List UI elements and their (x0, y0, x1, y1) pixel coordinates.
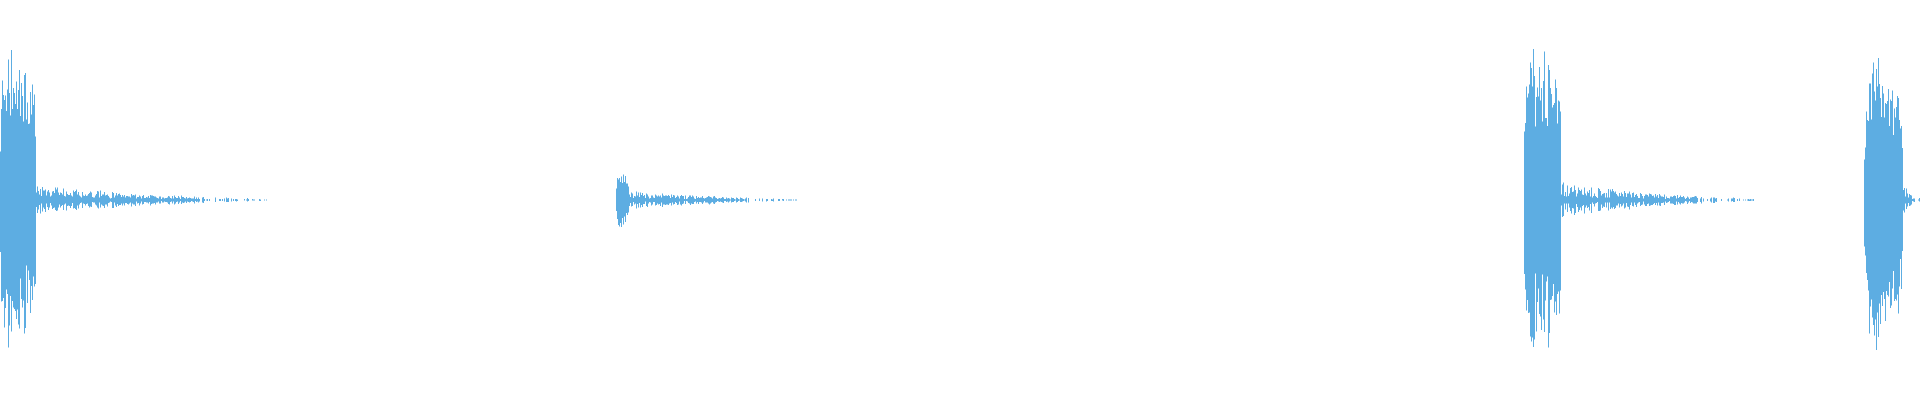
waveform-clip-hit-3 (1524, 49, 1754, 348)
waveform-clip-hit-1 (0, 50, 267, 348)
waveform-clip-hit-2 (616, 174, 797, 227)
waveform-clip-hit-4 (1864, 58, 1920, 351)
waveform-clips (0, 49, 1920, 351)
